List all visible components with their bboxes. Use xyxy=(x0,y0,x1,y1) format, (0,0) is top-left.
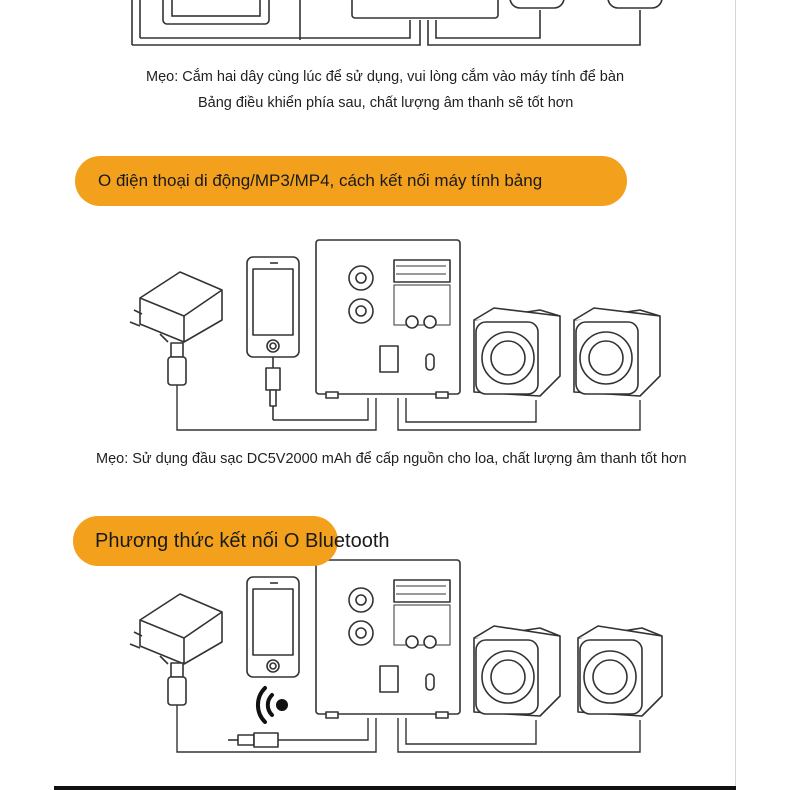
section-bluetooth-title-text: Phương thức kết nối O Bluetooth xyxy=(95,529,390,552)
subwoofer-unit-icon xyxy=(315,559,461,719)
audio-jack-icon xyxy=(228,732,300,748)
usb-plug-icon xyxy=(167,662,187,720)
speaker-icon xyxy=(473,625,561,717)
usb-plug-icon xyxy=(167,342,187,400)
smartphone-icon xyxy=(246,256,300,358)
audio-jack-icon xyxy=(265,357,281,420)
top-tip-line-1: Mẹo: Cắm hai dây cùng lúc để sử dụng, vu… xyxy=(146,69,625,85)
section-bluetooth-title: Phương thức kết nối O Bluetooth xyxy=(73,516,390,566)
top-diagram-partial xyxy=(131,0,663,46)
phone-connection-diagram xyxy=(129,239,661,431)
bluetooth-signal-icon xyxy=(255,686,288,724)
page-border-right xyxy=(735,0,736,790)
speaker-icon xyxy=(577,625,663,717)
speaker-icon xyxy=(473,307,561,397)
subwoofer-unit-icon xyxy=(315,239,461,399)
section-phone-tip: Mẹo: Sử dụng đầu sạc DC5V2000 mAh để cấp… xyxy=(96,451,687,467)
section-phone-title-text: O điện thoại di động/MP3/MP4, cách kết n… xyxy=(98,171,543,190)
top-tip-line-2: Bảng điều khiển phía sau, chất lượng âm … xyxy=(198,95,574,111)
smartphone-icon xyxy=(246,576,300,678)
speaker-icon xyxy=(573,307,661,397)
section-phone-title: O điện thoại di động/MP3/MP4, cách kết n… xyxy=(75,156,627,206)
bluetooth-connection-diagram xyxy=(129,559,663,753)
bottom-divider xyxy=(54,786,736,790)
power-adapter-icon xyxy=(129,593,223,665)
power-adapter-icon xyxy=(129,271,223,343)
